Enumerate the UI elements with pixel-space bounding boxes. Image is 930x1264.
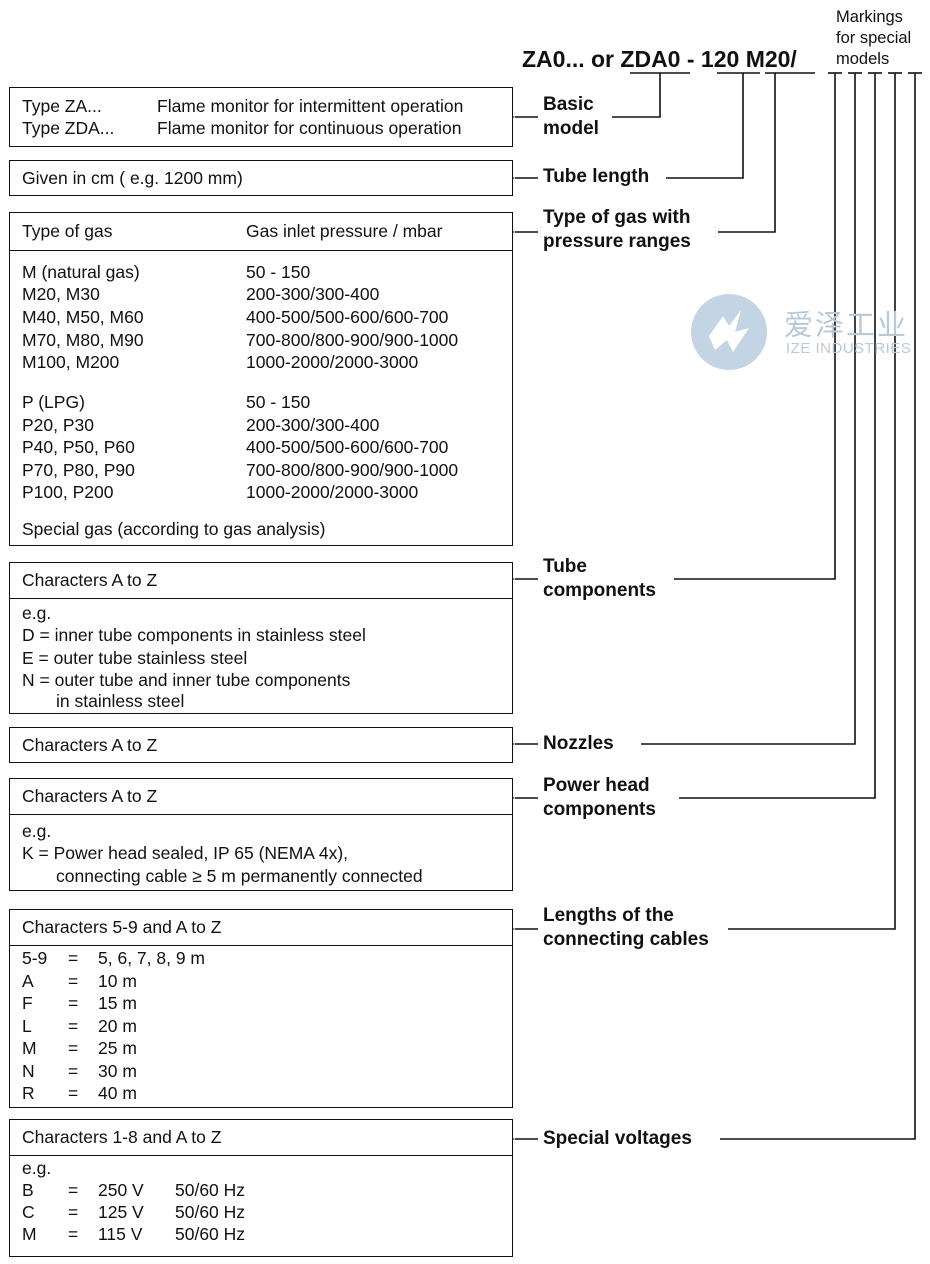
leader-cables xyxy=(728,73,896,930)
cable-row: 5-9 xyxy=(22,948,48,968)
cable-row: F xyxy=(22,993,33,1013)
code-dash: - xyxy=(686,46,695,72)
box-tube-components: Characters A to Z e.g. D = inner tube co… xyxy=(9,562,513,714)
gas-row: P20, P30 xyxy=(22,415,94,435)
box-type-of-gas: Type of gas Gas inlet pressure / mbar M … xyxy=(9,212,513,546)
code-zda: ZDA0 xyxy=(620,46,681,72)
label-special-voltages: Special voltages xyxy=(543,1128,692,1149)
leader-voltages xyxy=(720,73,916,1140)
label-tube-components: Tube components xyxy=(543,556,656,601)
label-basic-model: Basic model xyxy=(543,94,599,139)
gas-row: P70, P80, P90 xyxy=(22,460,135,480)
box-basic-model: Type ZA... Flame monitor for intermitten… xyxy=(9,87,513,147)
box-special-voltages: Characters 1-8 and A to Z e.g. B = 250 V… xyxy=(9,1119,513,1257)
code-length: 120 xyxy=(700,46,740,72)
gas-row: P40, P50, P60 xyxy=(22,437,135,457)
voltage-row: M xyxy=(22,1224,37,1244)
code-gas: M20/ xyxy=(745,46,797,72)
leader-gas xyxy=(718,73,776,233)
gas-row: M70, M80, M90 xyxy=(22,330,144,350)
special-gas-note: Special gas (according to gas analysis) xyxy=(22,519,326,539)
watermark-logo-icon xyxy=(691,294,767,370)
label-nozzles: Nozzles xyxy=(543,733,614,754)
box-nozzles: Characters A to Z xyxy=(9,727,513,763)
gas-row: P (LPG) xyxy=(22,392,85,412)
watermark-title: 爱泽工业 xyxy=(784,310,909,342)
cable-row: A xyxy=(22,971,34,991)
cable-row: M xyxy=(22,1038,37,1058)
gas-row: M100, M200 xyxy=(22,352,120,372)
voltage-row: C xyxy=(22,1202,35,1222)
label-tube-length: Tube length xyxy=(543,166,650,187)
label-type-of-gas: Type of gas with pressure ranges xyxy=(543,207,691,252)
leader-power xyxy=(679,73,876,799)
box-power-head: Characters A to Z e.g. K = Power head se… xyxy=(9,778,513,891)
code-prefix: ZA0... or xyxy=(522,46,615,72)
gas-row: M20, M30 xyxy=(22,284,100,304)
gas-row: M40, M50, M60 xyxy=(22,307,144,327)
cable-row: N xyxy=(22,1061,35,1081)
label-connecting-cables: Lengths of the connecting cables xyxy=(543,905,709,950)
gas-header: Type of gas Gas inlet pressure / mbar xyxy=(10,213,512,251)
gas-row: P100, P200 xyxy=(22,482,114,502)
cable-row: R xyxy=(22,1083,35,1103)
leader-tube xyxy=(674,73,836,580)
special-models-note: Markings for special models xyxy=(836,8,912,68)
voltage-row: B xyxy=(22,1180,34,1200)
box-tube-length: Given in cm ( e.g. 1200 mm) xyxy=(9,160,513,196)
cable-row: L xyxy=(22,1016,32,1036)
type-code: ZA0... or ZDA0 - 120 M20/ xyxy=(522,45,797,73)
leader-basic xyxy=(612,73,661,118)
label-power-head: Power head components xyxy=(543,775,656,820)
leader-length xyxy=(666,73,744,179)
box-connecting-cables: Characters 5-9 and A to Z 5-9 = 5, 6, 7,… xyxy=(9,909,513,1108)
watermark-subtitle: IZE INDUSTRIES xyxy=(786,340,912,357)
leader-nozzles xyxy=(641,73,856,745)
gas-row: M (natural gas) xyxy=(22,262,140,282)
